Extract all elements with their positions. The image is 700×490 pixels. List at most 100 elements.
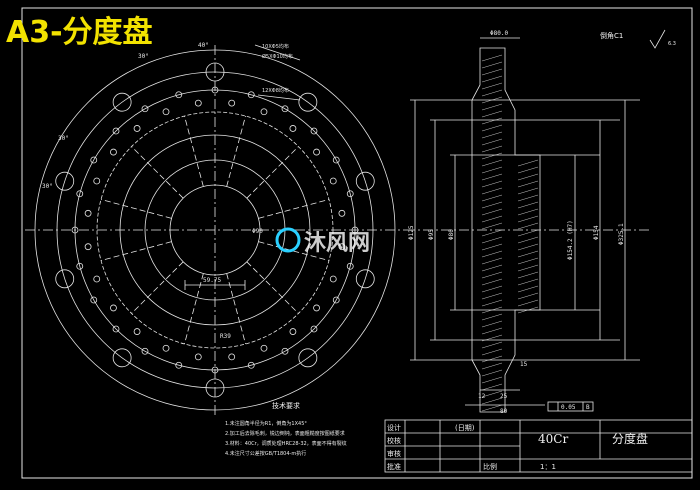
hatch-line — [481, 341, 503, 349]
hatch-line — [517, 292, 539, 300]
hatch-line — [481, 299, 503, 307]
hatch-line — [481, 362, 503, 370]
small-hole — [247, 91, 255, 99]
hatch-line — [481, 61, 503, 69]
hatch-line — [481, 145, 503, 153]
section-hatch — [481, 54, 539, 412]
radial-line — [184, 273, 204, 345]
large-hole — [355, 171, 375, 191]
small-hole — [133, 125, 141, 132]
dim-d2: Φ95 — [428, 229, 435, 240]
hatch-line — [481, 320, 503, 328]
small-hole — [175, 91, 183, 99]
callout-text-3: 12XΦ8均布 — [262, 87, 289, 94]
small-hole — [76, 190, 84, 198]
hatch-line — [481, 264, 503, 272]
radial-line — [246, 146, 299, 199]
tb-row-design: 设计 — [387, 423, 401, 432]
hatch-line — [481, 222, 503, 230]
tech-req-item: 1.未注圆角半径为R1，倒角为1X45° — [225, 420, 307, 427]
small-hole — [260, 108, 268, 116]
hatch-line — [517, 187, 539, 195]
hatch-line — [517, 173, 539, 181]
dim-top-mid-angle: 40° — [198, 42, 209, 49]
small-hole — [313, 148, 320, 156]
tb-row-approve: 批准 — [387, 462, 401, 471]
tb-date: (日期) — [455, 424, 475, 432]
hatch-line — [481, 271, 503, 279]
watermark-text: 沐风网 — [304, 231, 370, 256]
hatch-line — [481, 89, 503, 97]
hatch-line — [481, 348, 503, 356]
hatch-line — [481, 201, 503, 209]
hatch-line — [481, 404, 503, 412]
dim-bottom-b2: 15 — [520, 361, 528, 368]
hatch-line — [481, 131, 503, 139]
hatch-line — [517, 243, 539, 251]
front-view — [25, 44, 405, 415]
hatch-line — [481, 292, 503, 300]
large-hole — [205, 62, 225, 82]
hatch-line — [517, 264, 539, 272]
dim-bottom-b3: 25 — [500, 393, 508, 400]
hatch-line — [481, 355, 503, 363]
small-hole — [329, 177, 337, 185]
dim-center-diameter: Φ90 — [252, 228, 263, 235]
tolerance-value: 0.05 — [561, 404, 576, 411]
radial-line — [131, 146, 184, 199]
small-hole — [162, 344, 170, 352]
hatch-line — [517, 222, 539, 230]
small-hole — [313, 304, 320, 312]
dim-top-diameter: Φ80.0 — [490, 30, 508, 37]
small-hole — [112, 325, 120, 333]
small-hole — [141, 347, 149, 355]
small-hole — [110, 304, 117, 312]
hole-pattern — [55, 62, 375, 398]
tech-req-heading: 技术要求 — [272, 401, 300, 410]
hatch-line — [481, 390, 503, 398]
hatch-line — [481, 180, 503, 188]
dim-d4: Φ80 — [448, 229, 455, 240]
radial-line — [100, 199, 172, 219]
tb-part-name: 分度盘 — [612, 431, 648, 446]
dim-bottom-b1: 12 — [478, 393, 486, 400]
hatch-line — [517, 194, 539, 202]
tech-req-item: 2.加工后去除毛刺，锐边倒钝，表面粗糙度按图纸要求 — [225, 430, 345, 437]
large-hole — [112, 92, 132, 112]
callout-text-1: 10XΦ5均布 — [262, 43, 289, 50]
tech-req-item: 4.未注尺寸公差按GB/T1804-m执行 — [225, 450, 306, 457]
hatch-line — [481, 327, 503, 335]
hatch-line — [481, 68, 503, 76]
hatch-line — [481, 159, 503, 167]
dim-bottom-length: 59.75 — [203, 277, 221, 284]
small-hole — [281, 105, 289, 113]
hatch-line — [517, 285, 539, 293]
small-hole — [329, 275, 337, 283]
hatch-line — [481, 285, 503, 293]
hatch-line — [481, 215, 503, 223]
hatch-line — [517, 159, 539, 167]
dim-d3: Φ154.2 (H7) — [567, 220, 574, 260]
dim-left-angle-b: 30° — [42, 183, 53, 190]
hatch-line — [481, 397, 503, 405]
radial-line — [131, 261, 184, 314]
radial-line — [184, 115, 204, 187]
small-hole — [310, 325, 318, 333]
hatch-line — [517, 166, 539, 174]
hatch-line — [481, 369, 503, 377]
dim-d1: Φ125 — [408, 225, 415, 240]
small-hole — [310, 127, 318, 135]
hatch-line — [517, 215, 539, 223]
roughness-symbol — [649, 29, 666, 49]
hatch-line — [517, 299, 539, 307]
tb-scale-value: 1：1 — [540, 463, 556, 471]
hatch-line — [481, 376, 503, 384]
small-hole — [332, 156, 340, 164]
hatch-line — [517, 180, 539, 188]
large-hole — [112, 348, 132, 368]
hatch-line — [481, 236, 503, 244]
small-hole — [141, 105, 149, 113]
drawing-border — [21, 7, 693, 479]
dim-d5: Φ154 — [593, 225, 600, 240]
